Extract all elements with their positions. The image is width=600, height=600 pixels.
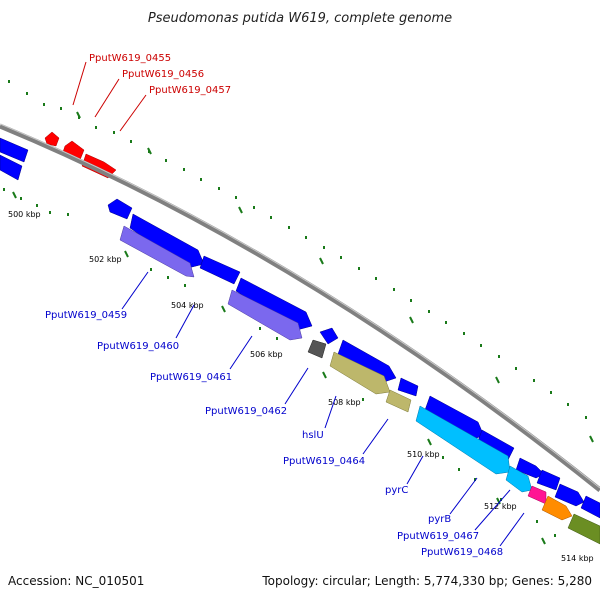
inner-major-ticks bbox=[12, 191, 546, 545]
label-pputw619-0455: PputW619_0455 bbox=[89, 53, 171, 64]
scale-label-510: 510 kbp bbox=[407, 450, 440, 459]
cds-hslu bbox=[329, 351, 391, 395]
cds-0468 bbox=[567, 513, 600, 545]
cds-0459 bbox=[119, 225, 195, 278]
genome-backbone-highlight bbox=[0, 123, 600, 489]
label-pputw619-0468: PputW619_0468 bbox=[421, 547, 503, 558]
colored-cds-track bbox=[119, 225, 600, 545]
label-pputw619-0467: PputW619_0467 bbox=[397, 531, 479, 542]
accession-text: Accession: NC_010501 bbox=[8, 574, 144, 588]
scale-label-504: 504 kbp bbox=[171, 301, 204, 310]
cds-0461 bbox=[227, 289, 303, 341]
gene-0455-arrow bbox=[44, 131, 60, 147]
label-pyrb: pyrB bbox=[428, 514, 451, 525]
cds-508 bbox=[337, 339, 397, 383]
scale-label-514: 514 kbp bbox=[561, 554, 594, 563]
scale-label-500: 500 kbp bbox=[8, 210, 41, 219]
cds-pyrc bbox=[415, 405, 511, 475]
genome-backbone bbox=[0, 123, 600, 492]
cds-515 bbox=[580, 495, 600, 519]
label-hslu: hslU bbox=[302, 430, 324, 441]
blue-cds-track bbox=[0, 137, 600, 519]
cds-0464 bbox=[385, 389, 412, 413]
scale-label-502: 502 kbp bbox=[89, 255, 122, 264]
label-pputw619-0456: PputW619_0456 bbox=[122, 69, 204, 80]
red-label-leaders bbox=[72, 61, 147, 132]
scale-label-506: 506 kbp bbox=[250, 350, 283, 359]
label-pputw619-0457: PputW619_0457 bbox=[149, 85, 231, 96]
label-pputw619-0460: PputW619_0460 bbox=[97, 341, 179, 352]
cds-513 bbox=[536, 469, 561, 491]
topology-text: Topology: circular; Length: 5,774,330 bp… bbox=[261, 574, 592, 588]
scale-label-508: 508 kbp bbox=[328, 398, 361, 407]
cds-left-1 bbox=[0, 137, 29, 163]
cds-505 bbox=[199, 255, 241, 285]
outer-dotted-track bbox=[8, 80, 587, 419]
outer-major-ticks bbox=[76, 111, 594, 443]
inner-dotted-track bbox=[3, 188, 556, 537]
cds-pyrb bbox=[527, 485, 547, 505]
cds-506 bbox=[235, 277, 313, 331]
cds-0462 bbox=[307, 339, 327, 359]
cds-509 bbox=[397, 377, 419, 397]
label-pputw619-0459: PputW619_0459 bbox=[45, 310, 127, 321]
map-title: Pseudomonas putida W619, complete genome bbox=[148, 11, 452, 26]
cds-514 bbox=[554, 483, 585, 507]
cds-left-2 bbox=[0, 154, 23, 181]
cds-pyrc-tail bbox=[505, 465, 533, 493]
cds-503 bbox=[129, 213, 205, 269]
label-pputw619-0461: PputW619_0461 bbox=[150, 372, 232, 383]
label-pputw619-0462: PputW619_0462 bbox=[205, 406, 287, 417]
label-pputw619-0464: PputW619_0464 bbox=[283, 456, 365, 467]
blue-label-leaders bbox=[121, 271, 525, 547]
cds-0467 bbox=[541, 495, 573, 521]
cds-507 bbox=[319, 327, 339, 345]
label-pyrc: pyrC bbox=[385, 485, 408, 496]
cds-502 bbox=[107, 198, 133, 220]
scale-label-512: 512 kbp bbox=[484, 502, 517, 511]
